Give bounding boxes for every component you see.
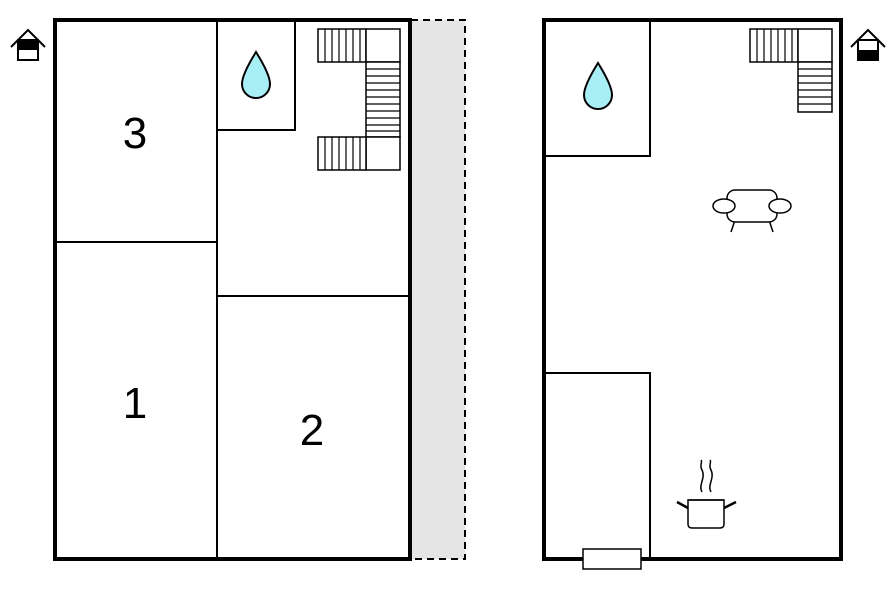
sofa-icon (712, 189, 792, 233)
water-drop-icon (582, 61, 614, 110)
ground-interior-walls (544, 20, 651, 559)
upper-interior-walls (55, 20, 410, 559)
ground-outer-wall (542, 18, 843, 561)
stair-treads (756, 29, 832, 105)
staircase-icon (317, 28, 401, 171)
cooking-pot-icon (676, 459, 737, 529)
upper-outer-wall (53, 18, 412, 561)
water-drop-icon (240, 50, 272, 99)
balcony (410, 19, 466, 560)
house-ground-floor-icon (850, 28, 886, 61)
ground-floor-plan (542, 18, 886, 570)
stair-treads (324, 29, 400, 170)
entrance-door-icon (582, 548, 642, 570)
room-label-1: 1 (123, 379, 147, 428)
upper-floor-plan: 3 1 2 (10, 18, 466, 561)
room-label-3: 3 (123, 109, 147, 158)
room-label-2: 2 (300, 406, 324, 455)
house-upper-floor-icon (10, 28, 46, 61)
